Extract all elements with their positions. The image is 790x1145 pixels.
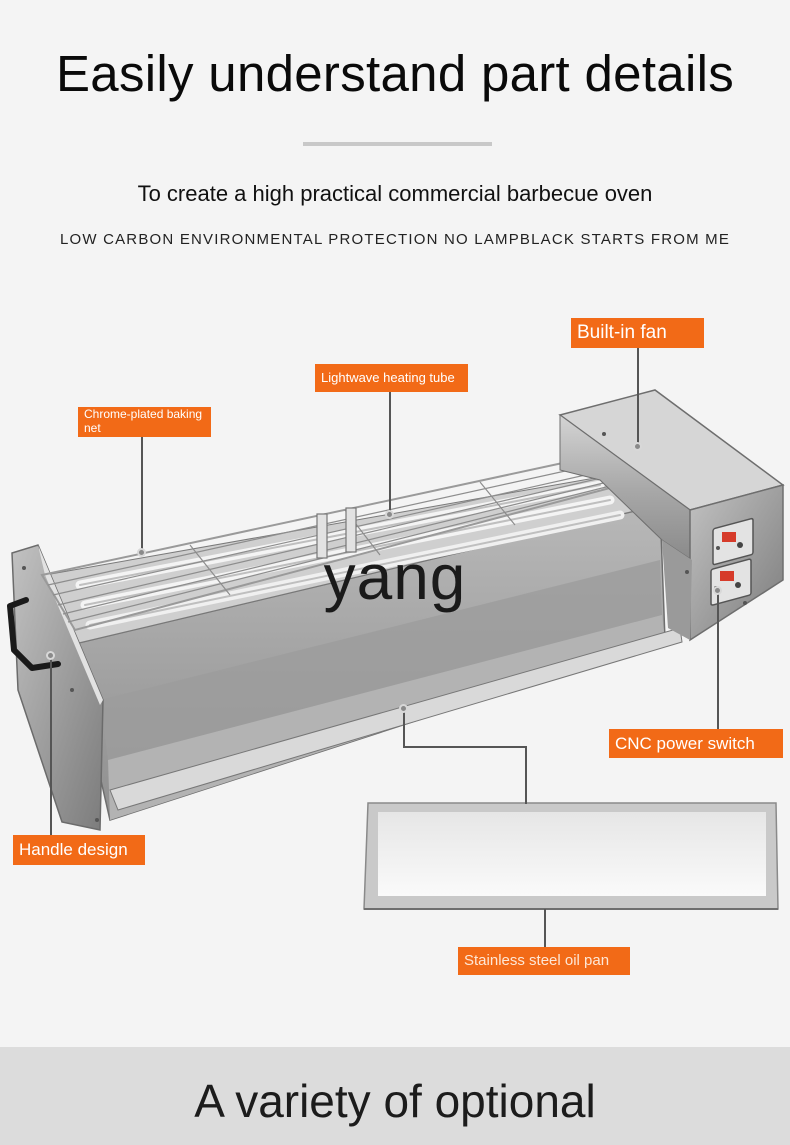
heating-tube-marker: [385, 510, 394, 519]
callout-built-in-fan: Built-in fan: [571, 318, 704, 348]
title-divider: [303, 142, 492, 146]
callout-handle: Handle design: [13, 835, 145, 865]
page-subtitle: To create a high practical commercial ba…: [137, 181, 653, 206]
oil-pan-leader-3: [525, 746, 527, 804]
left-end-plate: [7, 544, 104, 831]
watermark-text: yang: [323, 541, 467, 613]
page-tagline: LOW CARBON ENVIRONMENTAL PROTECTION NO L…: [59, 231, 731, 248]
callout-oil-pan: Stainless steel oil pan: [458, 947, 630, 975]
oil-pan-marker: [399, 704, 408, 713]
fan-leader: [637, 348, 639, 446]
handle-marker: [46, 651, 55, 660]
oil-pan-leader-1: [403, 708, 405, 748]
oil-pan: [363, 802, 779, 910]
fan-marker: [633, 442, 642, 451]
oil-pan-label-leader: [544, 909, 546, 949]
cnc-switch-marker: [713, 586, 722, 595]
baking-net: [40, 453, 643, 632]
callout-heating-tube: Lightwave heating tube: [315, 364, 468, 392]
section-heading-optional: A variety of optional: [194, 1075, 596, 1127]
oven-body: [44, 469, 683, 821]
page-title: Easily understand part details: [55, 45, 735, 102]
heating-tube-leader: [389, 392, 391, 514]
oil-pan-leader-2: [403, 746, 527, 748]
control-box: [558, 389, 785, 642]
callout-cnc-switch: CNC power switch: [609, 729, 783, 758]
baking-net-marker: [137, 548, 146, 557]
callout-baking-net: Chrome-plated baking net: [78, 407, 211, 437]
handle-leader: [50, 655, 52, 835]
cnc-switch-leader: [717, 590, 719, 730]
bottom-section-band: [0, 1047, 790, 1145]
baking-net-leader: [141, 437, 143, 554]
